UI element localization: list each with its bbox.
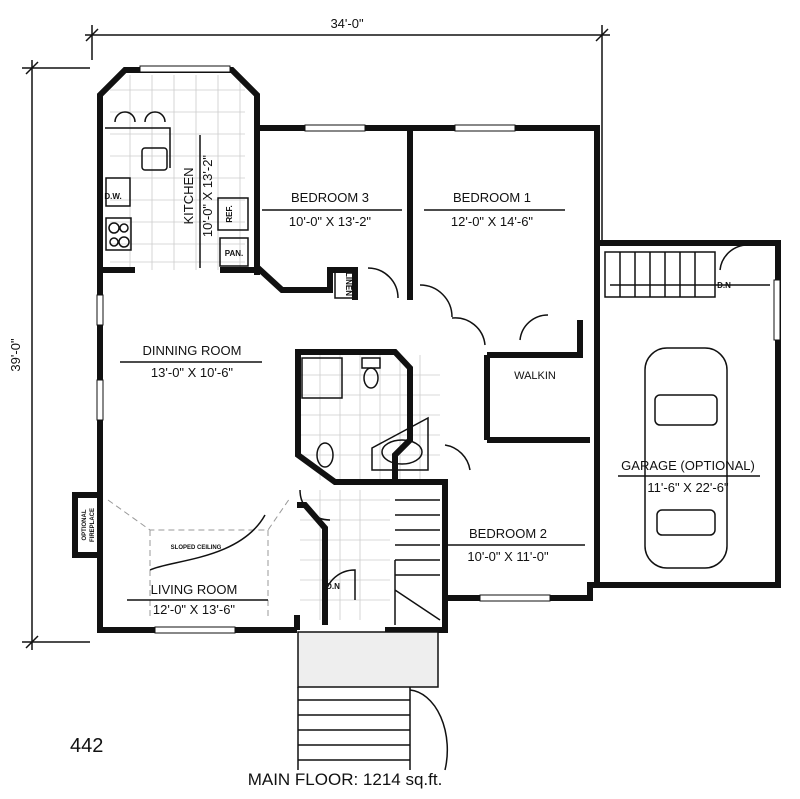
bedroom2-label: BEDROOM 2 [469, 526, 547, 541]
car-outline [644, 347, 728, 569]
garage-stairs-down-label: D.N [717, 281, 731, 290]
garage-label: GARAGE (OPTIONAL) [621, 458, 755, 473]
garage-size: 11'-6" X 22'-6" [647, 480, 729, 495]
refrigerator-label: REF. [225, 205, 234, 222]
front-steps [297, 631, 449, 771]
door-swings [299, 244, 749, 600]
width-dimension-line [85, 25, 610, 240]
bedroom3-size: 10'-0" X 13'-2" [289, 214, 372, 229]
fireplace-label-2: FIREPLACE [90, 508, 96, 542]
interior-stairs [394, 499, 441, 625]
living-size: 12'-0" X 13'-6" [153, 602, 236, 617]
width-dimension: 34'-0" [330, 16, 364, 31]
bedroom1-label: BEDROOM 1 [453, 190, 531, 205]
bath-tile-floor [300, 355, 440, 620]
garage-stairs [604, 251, 770, 298]
dishwasher-label: D.W. [104, 192, 121, 201]
depth-dimension: 39'-0" [8, 338, 23, 372]
kitchen-label: KITCHEN [181, 167, 196, 224]
pantry-label: PAN. [225, 249, 244, 258]
dining-size: 13'-0" X 10'-6" [151, 365, 234, 380]
bedroom1-size: 12'-0" X 14'-6" [451, 214, 534, 229]
stairs-down-label: D.N [326, 582, 340, 591]
living-label: LIVING ROOM [151, 582, 238, 597]
bedroom3-label: BEDROOM 3 [291, 190, 369, 205]
walkin-label: WALKIN [514, 370, 556, 382]
windows [96, 65, 781, 634]
kitchen-size: 10'-0" X 13'-2" [200, 155, 215, 238]
fireplace-label-1: OPTIONAL [82, 509, 88, 540]
fixtures [105, 111, 429, 620]
kitchen-tile-floor [110, 75, 245, 270]
floor-area-caption: MAIN FLOOR: 1214 sq.ft. [248, 770, 443, 789]
bedroom2-size: 10'-0" X 11'-0" [467, 549, 549, 564]
sloped-ceiling-label: SLOPED CEILING [171, 545, 222, 551]
plan-number: 442 [70, 735, 103, 757]
dining-label: DINNING ROOM [143, 343, 242, 358]
depth-dimension-line [22, 60, 90, 650]
linen-label: LINEN [344, 272, 353, 296]
